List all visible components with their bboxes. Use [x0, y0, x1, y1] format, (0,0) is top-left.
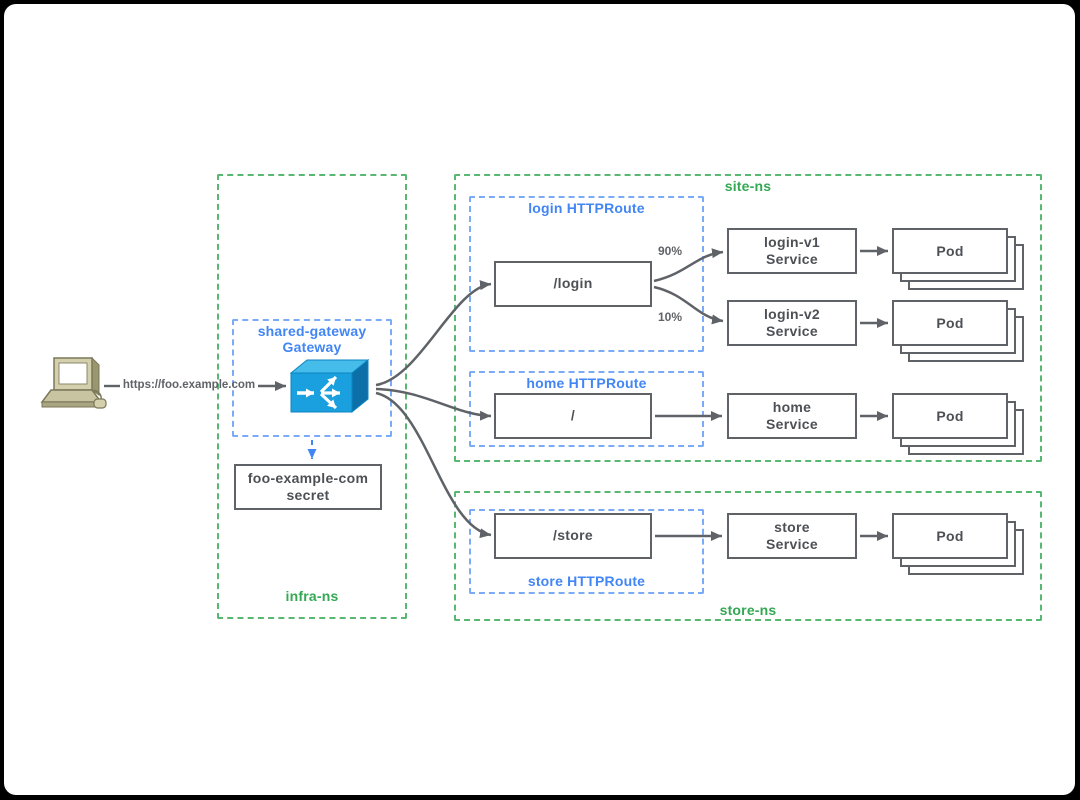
secret-node: foo-example-com secret: [234, 464, 382, 510]
store-path-label: /store: [553, 527, 593, 544]
login-v2-service-node: login-v2 Service: [727, 300, 857, 346]
login-path-node: /login: [494, 261, 652, 307]
home-pod-node: Pod: [892, 393, 1008, 439]
login-v2-pod-stack: Pod: [892, 300, 1024, 362]
login-v1-service-line1: login-v1: [763, 233, 821, 250]
home-service-node: home Service: [727, 393, 857, 439]
diagram-surface: infra-ns site-ns store-ns login HTTPRout…: [4, 4, 1075, 795]
home-httproute-label: home HTTPRoute: [526, 375, 647, 391]
client-laptop-icon: [40, 356, 107, 409]
store-pod-node: Pod: [892, 513, 1008, 559]
split-weight-90: 90%: [657, 244, 683, 258]
infra-ns-label: infra-ns: [285, 588, 339, 604]
store-service-line2: Service: [766, 536, 818, 552]
split-weight-10: 10%: [657, 310, 683, 324]
secret-node-line1: foo-example-com: [247, 469, 369, 486]
login-v1-service-line2: Service: [766, 251, 818, 267]
store-pod-stack: Pod: [892, 513, 1024, 575]
home-service-line1: home: [772, 398, 812, 415]
store-httproute-label: store HTTPRoute: [527, 573, 646, 589]
login-v2-pod-node: Pod: [892, 300, 1008, 346]
shared-gateway-label-line2: Gateway: [282, 339, 342, 355]
mouse-icon: [93, 398, 107, 409]
store-ns-boundary: [454, 491, 1042, 621]
store-ns-label: store-ns: [719, 602, 777, 618]
login-httproute-label: login HTTPRoute: [528, 200, 645, 216]
login-v2-service-line1: login-v2: [763, 305, 821, 322]
mouse-cable: [93, 389, 102, 403]
home-pod-stack: Pod: [892, 393, 1024, 455]
site-ns-label: site-ns: [724, 178, 772, 194]
login-v1-pod-stack: Pod: [892, 228, 1024, 290]
shared-gateway-label-line1: shared-gateway: [257, 323, 367, 339]
store-httproute-boundary: [469, 509, 704, 594]
login-v2-service-line2: Service: [766, 323, 818, 339]
home-service-line2: Service: [766, 416, 818, 432]
store-service-node: store Service: [727, 513, 857, 559]
store-service-line1: store: [774, 518, 810, 535]
shared-gateway-label: shared-gateway Gateway: [232, 323, 392, 355]
login-path-label: /login: [553, 275, 593, 292]
store-path-node: /store: [494, 513, 652, 559]
login-v1-service-node: login-v1 Service: [727, 228, 857, 274]
client-url-label: https://foo.example.com: [122, 379, 256, 391]
home-path-node: /: [494, 393, 652, 439]
secret-node-line2: secret: [286, 487, 330, 503]
home-path-label: /: [570, 407, 576, 424]
login-v1-pod-node: Pod: [892, 228, 1008, 274]
